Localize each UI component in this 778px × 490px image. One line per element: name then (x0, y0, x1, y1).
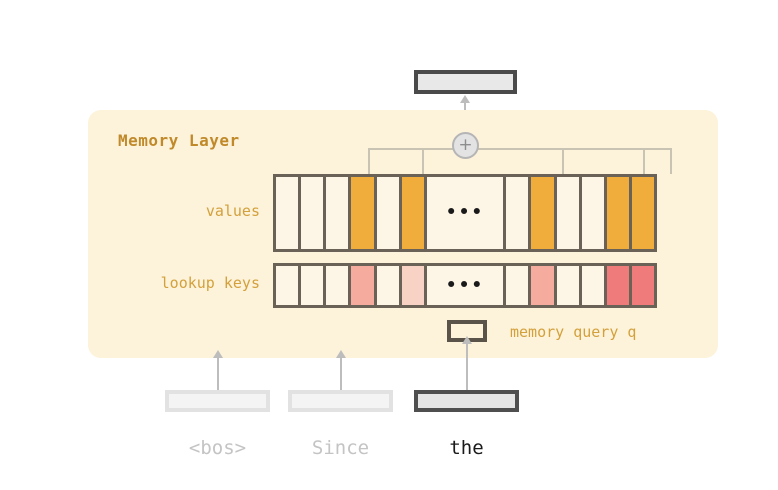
connector-drop-line (670, 148, 672, 174)
lookup-keys-cell (631, 266, 655, 305)
token-arrow-line (339, 358, 342, 390)
token-arrow-head (461, 336, 472, 344)
values-cell (401, 177, 424, 249)
connector-drop-line (643, 148, 645, 174)
lookup-keys-cell (506, 266, 529, 305)
lookup-keys-cell (606, 266, 629, 305)
lookup-keys-grid: ••• (273, 263, 657, 308)
token-arrow-head (335, 350, 346, 358)
values-cell (556, 177, 579, 249)
lookup-keys-cell (401, 266, 424, 305)
layer-output-box (414, 70, 517, 94)
token-label: <bos> (188, 437, 247, 459)
token-arrow-line (216, 358, 219, 390)
values-grid: ••• (273, 174, 657, 252)
row-label-values: values (205, 202, 260, 220)
token-arrow-head (212, 350, 223, 358)
lookup-keys-cell (351, 266, 374, 305)
lookup-keys-ellipsis-cell: ••• (426, 266, 504, 305)
connector-horizontal-bus (369, 148, 671, 150)
memory-query-label: memory query q (510, 323, 637, 341)
lookup-keys-cell (581, 266, 604, 305)
token-box (414, 390, 519, 412)
lookup-keys-cell (531, 266, 554, 305)
row-label-lookup-keys: lookup keys (160, 274, 260, 292)
token-label: the (449, 437, 484, 459)
lookup-keys-cell (301, 266, 324, 305)
lookup-keys-cell (326, 266, 349, 305)
values-cell (276, 177, 299, 249)
sum-node: + (452, 132, 479, 159)
token-arrow-line (465, 344, 468, 390)
lookup-keys-cell (376, 266, 399, 305)
values-cell (631, 177, 655, 249)
values-cell (301, 177, 324, 249)
connector-drop-line (368, 148, 370, 174)
values-cell (326, 177, 349, 249)
values-cell (606, 177, 629, 249)
lookup-keys-cell (556, 266, 579, 305)
values-cell (506, 177, 529, 249)
connector-drop-line (562, 148, 564, 174)
token-box (165, 390, 270, 412)
token-label: Since (311, 437, 370, 459)
sum-to-output-arrow-head (460, 95, 470, 103)
lookup-keys-ellipsis: ••• (445, 275, 485, 295)
panel-title: Memory Layer (118, 131, 240, 150)
lookup-keys-cell (276, 266, 299, 305)
values-cell (581, 177, 604, 249)
values-ellipsis-cell: ••• (426, 177, 504, 249)
token-box (288, 390, 393, 412)
values-cell (351, 177, 374, 249)
connector-drop-line (422, 148, 424, 174)
values-ellipsis: ••• (445, 202, 485, 223)
values-cell (376, 177, 399, 249)
values-cell (531, 177, 554, 249)
